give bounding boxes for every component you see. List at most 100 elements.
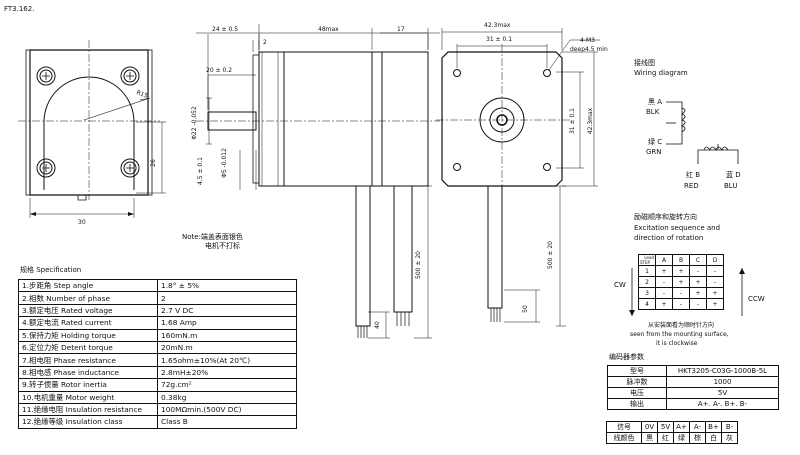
spec-value: 1.65ohm±10%(At 20℃) bbox=[157, 353, 297, 367]
signal-row-label: 信号 bbox=[606, 421, 642, 433]
dim-deep: deep4.5 min bbox=[570, 46, 608, 53]
spec-value: 1.68 Amp bbox=[157, 316, 297, 330]
spec-label: 9.转子惯量 Rotor inertia bbox=[18, 378, 158, 392]
excitation-cell: - bbox=[689, 298, 707, 310]
excitation-title-en-2: direction of rotation bbox=[634, 234, 704, 242]
corner-top-label: Lead bbox=[644, 255, 654, 260]
wire-black-cn: 黑 A bbox=[648, 98, 663, 106]
wire-color-cell: 红 bbox=[657, 432, 674, 444]
excitation-cell: + bbox=[706, 287, 724, 299]
wire-red-en: RED bbox=[684, 182, 699, 190]
excitation-cell: + bbox=[672, 265, 690, 277]
excitation-cell: - bbox=[672, 287, 690, 299]
excitation-cell: - bbox=[655, 276, 673, 288]
encoder-value: 1000 bbox=[666, 376, 779, 388]
spec-label: 11.绝缘电阻 Insulation resistance bbox=[18, 402, 158, 417]
cw-label: CW bbox=[614, 281, 626, 289]
spec-label: 10.电机重量 Motor weight bbox=[18, 390, 158, 404]
spec-label: 6.定位力矩 Detent torque bbox=[18, 340, 158, 355]
wire-color-row-label: 线颜色 bbox=[606, 432, 642, 444]
dim-500-a: 500 ± 20 bbox=[414, 251, 422, 279]
signal-cell: B+ bbox=[705, 421, 722, 433]
excitation-cell: + bbox=[706, 298, 724, 310]
signal-cell: B- bbox=[721, 421, 738, 433]
wire-blue-cn: 蓝 D bbox=[726, 171, 741, 179]
wire-color-cell: 绿 bbox=[673, 432, 690, 444]
spec-label: 12.绝缘等级 Insulation class bbox=[18, 415, 158, 429]
spec-value: 100MΩmin.(500V DC) bbox=[157, 402, 297, 417]
wire-color-cell: 白 bbox=[705, 432, 722, 444]
excitation-header: D bbox=[706, 254, 724, 266]
step-number: 4 bbox=[638, 298, 656, 310]
dim-17: 17 bbox=[397, 26, 405, 33]
spec-label: 4.额定电流 Rated current bbox=[18, 316, 158, 330]
excitation-cell: - bbox=[689, 265, 707, 277]
dim-500-b: 500 ± 20 bbox=[546, 241, 554, 269]
encoder-label: 电压 bbox=[607, 387, 667, 399]
excitation-cell: - bbox=[655, 287, 673, 299]
note-line-2: 电机不打标 bbox=[205, 242, 240, 250]
signal-cell: 0V bbox=[641, 421, 658, 433]
dim-4m3: 4-M3 bbox=[580, 37, 595, 44]
wire-red-cn: 红 B bbox=[686, 171, 701, 179]
dim-50: 50 bbox=[521, 305, 529, 313]
spec-value: Class B bbox=[157, 415, 297, 429]
excitation-cell: + bbox=[655, 298, 673, 310]
dim-4-5: 4.5 ± 0.1 bbox=[196, 157, 204, 185]
excitation-cell: - bbox=[672, 298, 690, 310]
dim-phi22: Φ22 -0.052 bbox=[190, 106, 198, 140]
signal-row: 信号 0V 5V A+ A- B+ B- bbox=[606, 421, 738, 433]
wire-color-cell: 棕 bbox=[689, 432, 706, 444]
spec-value: 2.8mH±20% bbox=[157, 365, 297, 380]
step-number: 1 bbox=[638, 265, 656, 277]
encoder-title: 编码器参数 bbox=[609, 353, 644, 361]
corner-bottom-label: STEP bbox=[640, 260, 650, 265]
wiring-title-en: Wiring diagram bbox=[634, 69, 688, 77]
dim-40: 40 bbox=[373, 321, 381, 329]
front-view bbox=[436, 28, 600, 196]
wire-color-row: 线颜色 黑 红 绿 棕 白 灰 bbox=[606, 432, 738, 444]
rotation-caption-cn: 从安装面看为顺时针方向 bbox=[648, 322, 715, 329]
encoder-label: 输出 bbox=[607, 398, 667, 410]
signal-cell: A- bbox=[689, 421, 706, 433]
wire-green-en: GRN bbox=[646, 148, 662, 156]
excitation-cell: + bbox=[689, 276, 707, 288]
rotation-caption-en-1: seen from the mounting surface, bbox=[630, 331, 729, 338]
spec-value: 160mN.m bbox=[157, 328, 297, 342]
spec-value: 0.38kg bbox=[157, 390, 297, 404]
excitation-row: 2 - + + - bbox=[638, 276, 724, 288]
encoder-label: 脉冲数 bbox=[607, 376, 667, 388]
spec-value: 20mN.m bbox=[157, 340, 297, 355]
dim-42-3: 42.3max bbox=[484, 22, 511, 29]
rotation-caption-en-2: it is clockwise bbox=[656, 340, 698, 347]
excitation-cell: + bbox=[655, 265, 673, 277]
excitation-title-cn: 励磁顺序和旋转方向 bbox=[634, 213, 697, 221]
spec-value: 1.8° ± 5% bbox=[157, 278, 297, 293]
spec-label: 8.相电感 Phase inductance bbox=[18, 365, 158, 380]
encoder-value: A+. A-. B+. B- bbox=[666, 398, 779, 410]
note-line-1: Note:端盖表面银色 bbox=[182, 233, 243, 241]
step-number: 2 bbox=[638, 276, 656, 288]
spec-label: 5.保持力矩 Holding torque bbox=[18, 328, 158, 342]
wire-blue-en: BLU bbox=[724, 182, 738, 190]
excitation-corner: Lead STEP bbox=[638, 254, 656, 266]
dim-2: 2 bbox=[263, 39, 267, 46]
side-view bbox=[196, 24, 566, 339]
dim-31: 31 ± 0.1 bbox=[486, 36, 513, 43]
excitation-cell: + bbox=[689, 287, 707, 299]
wiring-title-cn: 接线图 bbox=[634, 59, 655, 67]
wire-color-cell: 灰 bbox=[721, 432, 738, 444]
wiring-diagram bbox=[666, 101, 739, 164]
